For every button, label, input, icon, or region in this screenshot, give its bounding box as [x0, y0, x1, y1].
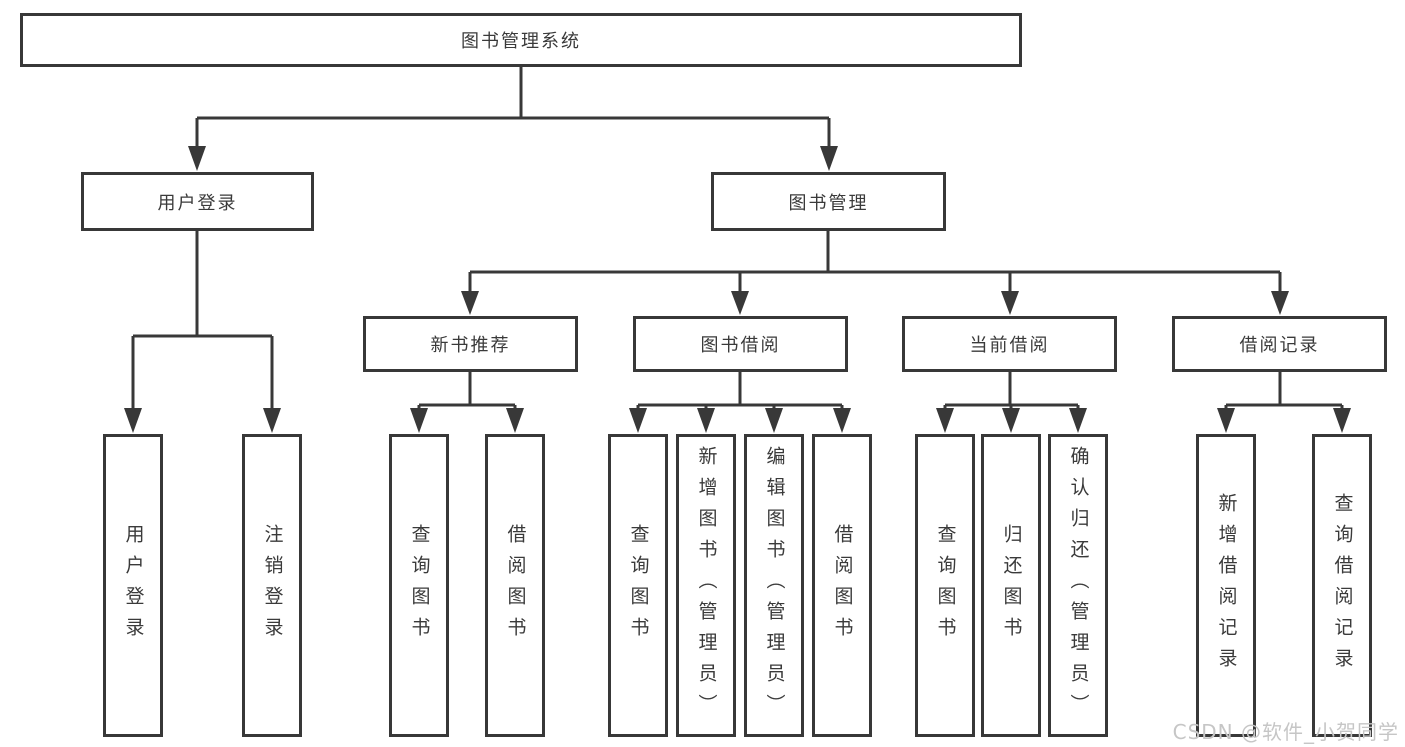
arrow-down-icon: [1002, 408, 1020, 433]
leaf-borrow-books-recommend: 借阅图书: [485, 434, 545, 737]
arrow-down-icon: [765, 408, 783, 433]
leaf-add-books-admin: 新增图书（管理员）: [676, 434, 736, 737]
leaf-query-books-recommend: 查询图书: [389, 434, 449, 737]
leaf-query-books-current: 查询图书: [915, 434, 975, 737]
watermark-text: CSDN @软件_小贺同学: [1172, 720, 1399, 744]
leaf-edit-books-admin: 编辑图书（管理员）: [744, 434, 804, 737]
leaf-logout: 注销登录: [242, 434, 302, 737]
arrow-down-icon: [820, 146, 838, 171]
leaf-confirm-return-admin: 确认归还（管理员）: [1048, 434, 1108, 737]
leaf-borrow-books: 借阅图书: [812, 434, 872, 737]
leaf-query-books-borrowing: 查询图书: [608, 434, 668, 737]
node-book-management-branch: 图书管理: [711, 172, 946, 231]
arrow-down-icon: [1333, 408, 1351, 433]
node-root-system: 图书管理系统: [20, 13, 1022, 67]
arrow-down-icon: [124, 408, 142, 433]
arrow-down-icon: [1271, 291, 1289, 315]
arrow-down-icon: [833, 408, 851, 433]
connector-paths: [131, 67, 1344, 412]
arrow-down-icon: [629, 408, 647, 433]
arrow-down-icon: [188, 146, 206, 171]
arrow-down-icon: [1001, 291, 1019, 315]
arrow-down-icon: [1069, 408, 1087, 433]
leaf-query-borrow-record: 查询借阅记录: [1312, 434, 1372, 737]
arrow-down-icon: [263, 408, 281, 433]
node-current-borrowing: 当前借阅: [902, 316, 1117, 372]
arrow-down-icon: [506, 408, 524, 433]
leaf-return-books: 归还图书: [981, 434, 1041, 737]
node-user-login-branch: 用户登录: [81, 172, 314, 231]
leaf-user-login: 用户登录: [103, 434, 163, 737]
arrow-down-icon: [410, 408, 428, 433]
node-book-borrowing: 图书借阅: [633, 316, 848, 372]
node-borrowing-records: 借阅记录: [1172, 316, 1387, 372]
arrow-down-icon: [936, 408, 954, 433]
arrow-down-icon: [731, 291, 749, 315]
leaf-add-borrow-record: 新增借阅记录: [1196, 434, 1256, 737]
arrowheads: [124, 146, 1351, 433]
arrow-down-icon: [461, 291, 479, 315]
node-new-book-recommend: 新书推荐: [363, 316, 578, 372]
arrow-down-icon: [1217, 408, 1235, 433]
arrow-down-icon: [697, 408, 715, 433]
